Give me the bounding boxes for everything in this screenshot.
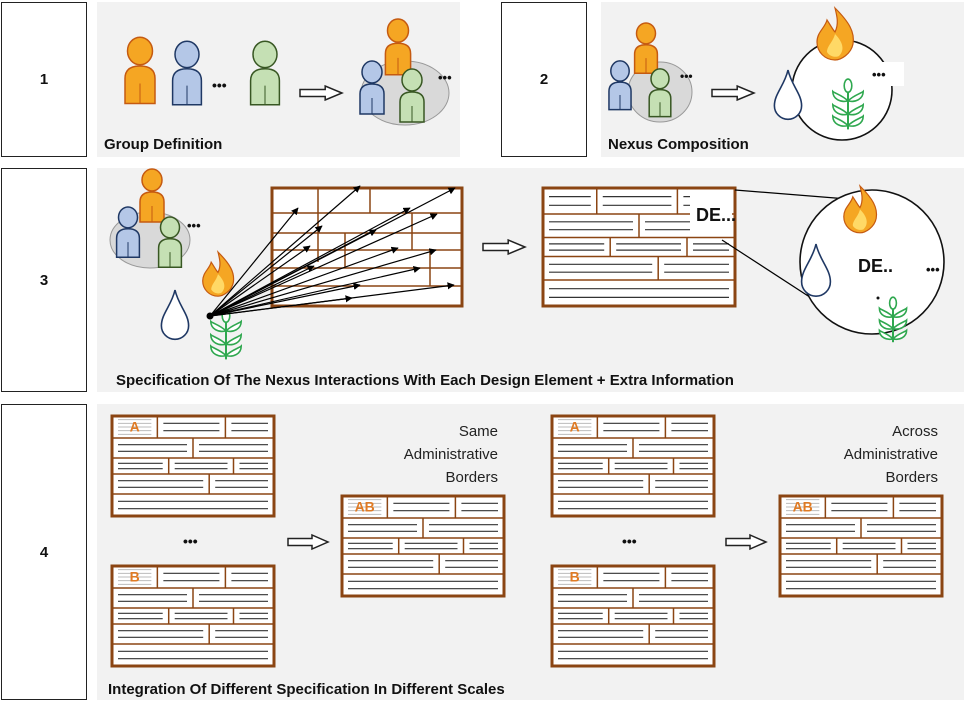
step-1-box: 1 <box>1 2 87 157</box>
interaction-arrow <box>209 265 421 317</box>
water-drop-icon <box>773 69 803 121</box>
across-borders-line-3: Borders <box>885 469 938 486</box>
label-cell-shading <box>118 419 152 435</box>
across-borders-label: Across Administrative Borders <box>770 420 938 489</box>
arrow-right-icon <box>299 84 344 102</box>
interaction-origin <box>206 312 214 320</box>
arrow-right-icon <box>287 533 330 551</box>
across-borders-line-1: Across <box>892 423 938 440</box>
design-element-label: DE... <box>696 205 736 225</box>
person-icon <box>115 206 141 259</box>
label-cell-shading <box>786 499 820 515</box>
interaction-arrow <box>209 246 399 317</box>
integration-caption: Integration Of Different Specification I… <box>108 681 505 698</box>
arrow-right-icon <box>725 533 768 551</box>
interaction-arrow <box>209 295 353 317</box>
interaction-arrow <box>209 245 311 317</box>
label-cell-shading <box>558 569 592 585</box>
arrow-right-icon <box>482 238 527 256</box>
step-4-box: 4 <box>1 404 87 700</box>
specification-caption: Specification Of The Nexus Interactions … <box>116 372 734 389</box>
design-element-zoom-label: DE.. <box>858 256 893 276</box>
label-cell-shading <box>558 419 592 435</box>
fire-icon <box>816 6 854 61</box>
spec-group-ellipsis: ••• <box>187 218 201 233</box>
de-dot <box>876 296 880 300</box>
interaction-arrow <box>209 185 361 317</box>
arrow-right-icon <box>711 84 756 102</box>
nexus-ellipsis: ••• <box>872 67 886 82</box>
stack-ellipsis: ••• <box>183 533 198 549</box>
same-borders-label: Same Administrative Borders <box>330 420 498 489</box>
interaction-arrow <box>209 207 411 317</box>
person-icon <box>139 168 165 223</box>
region-label: AB <box>793 498 813 514</box>
water-drop-icon <box>160 289 190 341</box>
group-definition-caption: Group Definition <box>104 136 223 153</box>
person-icon <box>157 216 183 269</box>
water-drop-icon <box>800 243 832 297</box>
interaction-arrow <box>209 225 323 317</box>
step-3-box: 3 <box>1 168 87 392</box>
same-borders-line-1: Same <box>458 423 498 440</box>
person-icon <box>249 40 281 106</box>
person-icon <box>384 18 412 76</box>
person-icon <box>359 60 385 115</box>
same-borders-line-2: Administrative <box>403 446 498 463</box>
person-icon <box>399 68 425 123</box>
wheat-icon <box>831 78 865 130</box>
interaction-arrow <box>209 229 377 317</box>
person-icon <box>633 22 659 75</box>
interaction-arrow <box>209 265 315 317</box>
fire-icon <box>843 184 878 234</box>
interaction-arrow <box>209 207 299 317</box>
region-label: A <box>130 418 140 434</box>
region-a-table <box>110 414 276 518</box>
across-borders-line-2: Administrative <box>843 446 938 463</box>
spec-matrix-table <box>270 186 464 308</box>
interaction-arrow <box>209 282 361 317</box>
region-label: A <box>570 418 580 434</box>
de-cell-bg <box>690 192 732 232</box>
group-ellipsis-2: ••• <box>438 70 452 85</box>
stack-ellipsis-2: ••• <box>622 533 637 549</box>
region-label: AB <box>355 498 375 514</box>
label-cell-shading <box>118 569 152 585</box>
person-icon <box>648 68 672 118</box>
de-zoom-ellipsis: ••• <box>926 262 940 277</box>
wheat-icon <box>878 296 908 343</box>
interaction-arrow <box>209 213 438 317</box>
step-2-box: 2 <box>501 2 587 157</box>
fire-icon <box>202 250 235 297</box>
wheat-icon <box>209 308 243 360</box>
region-label: B <box>130 568 140 584</box>
person-icon <box>608 60 632 111</box>
nexus-group-ellipsis: ••• <box>680 69 693 83</box>
interaction-arrow <box>209 248 437 317</box>
nexus-composition-caption: Nexus Composition <box>608 136 749 153</box>
de-zoom-circle <box>799 189 945 335</box>
same-borders-line-3: Borders <box>445 469 498 486</box>
region-label: B <box>570 568 580 584</box>
label-cell-shading <box>348 499 382 515</box>
person-icon <box>124 36 156 105</box>
nexus-ellipsis-bg <box>866 62 904 86</box>
person-icon <box>171 40 203 106</box>
group-ellipsis: ••• <box>212 77 227 93</box>
